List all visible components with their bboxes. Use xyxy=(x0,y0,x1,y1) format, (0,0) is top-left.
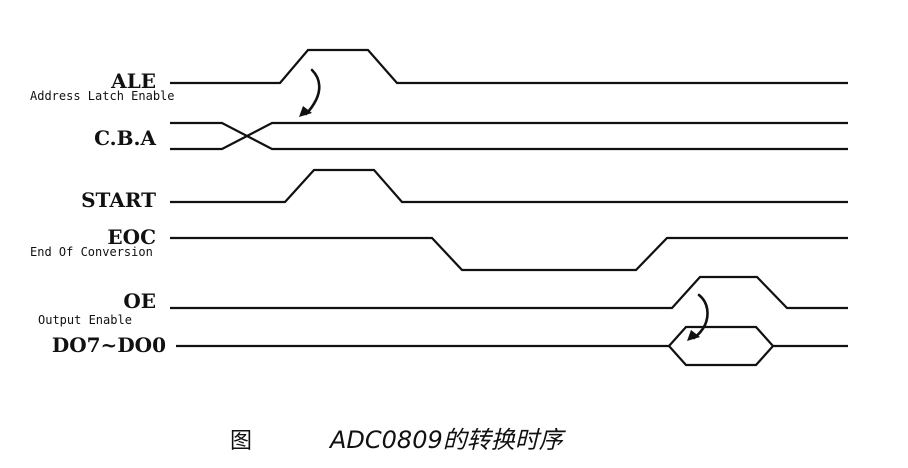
caption-prefix: 图 xyxy=(230,429,252,454)
oe-output-arrow-head-icon xyxy=(687,330,700,341)
oe-waveform xyxy=(170,275,848,310)
eoc-label: EOC xyxy=(107,225,156,249)
ale-label: ALE xyxy=(110,69,156,93)
eoc-sublabel: End Of Conversion xyxy=(30,245,153,259)
eoc-waveform xyxy=(170,236,848,272)
oe-sublabel: Output Enable xyxy=(38,313,132,327)
ale-waveform xyxy=(170,48,848,85)
ale-sublabel: Address Latch Enable xyxy=(30,89,175,103)
ale-latch-arrow-head-icon xyxy=(299,106,312,117)
oe-output-arrow xyxy=(692,293,709,340)
do-label: DO7~DO0 xyxy=(52,333,166,357)
start-label: START xyxy=(81,188,156,212)
ale-latch-arrow xyxy=(304,68,321,116)
oe-label: OE xyxy=(123,289,156,313)
caption-title: ADC0809的转换时序 xyxy=(328,426,567,454)
do-data-valid-window xyxy=(667,325,775,367)
cba-waveform-bottom xyxy=(170,121,848,151)
cba-waveform-top xyxy=(170,121,848,151)
cba-label: C.B.A xyxy=(94,126,156,150)
start-waveform xyxy=(170,168,848,204)
